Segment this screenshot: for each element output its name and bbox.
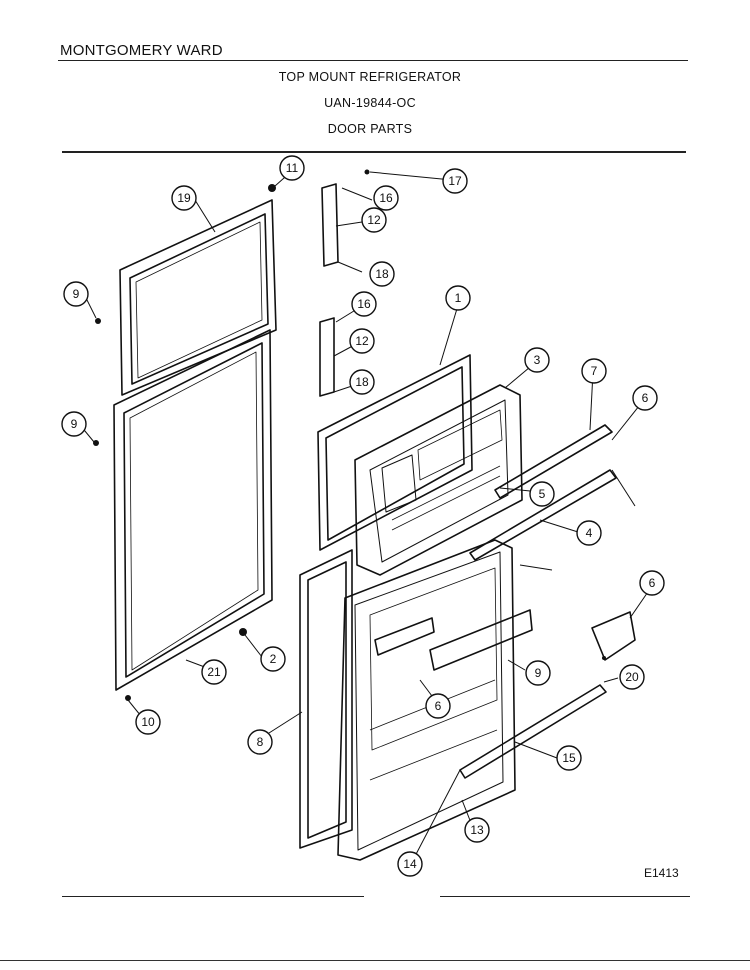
callout-10 [425, 693, 451, 719]
hardware-parts [93, 169, 606, 701]
callout-label: 9 [535, 666, 542, 680]
callout-label: 17 [448, 174, 462, 188]
freezer-door-gasket [119, 199, 277, 396]
callout-1 [445, 285, 471, 311]
fresh-food-door-liner [337, 539, 516, 861]
callout-8 [135, 709, 161, 735]
callout-19 [171, 185, 197, 211]
callout-label: 11 [286, 161, 299, 175]
callout-20 [201, 659, 227, 685]
callout-4 [576, 520, 602, 546]
callout-label: 2 [270, 652, 277, 666]
footer-rule-right [440, 896, 690, 897]
footer-rule-left [62, 896, 364, 897]
callout-16a [373, 185, 399, 211]
callout-label: 6 [435, 699, 442, 713]
callout-2 [639, 570, 665, 596]
callout-12a [361, 207, 387, 233]
callout-12b [349, 328, 375, 354]
callout-label: 6 [649, 576, 656, 590]
callout-label: 12 [367, 213, 381, 227]
callout-9a [63, 281, 89, 307]
drawing-code: E1413 [644, 866, 679, 880]
callout-18b [349, 369, 375, 395]
page-title: TOP MOUNT REFRIGERATOR [278, 70, 462, 84]
callout-6b [619, 664, 645, 690]
callout-label: 16 [379, 191, 393, 205]
freezer-door-liner [354, 384, 523, 576]
brand-name: MONTGOMERY WARD [60, 42, 223, 59]
callout-label: 14 [403, 857, 417, 871]
callout-label: 4 [586, 526, 593, 540]
callout-label: 9 [71, 417, 78, 431]
part-2-bracket [591, 611, 636, 661]
callout-16b [351, 291, 377, 317]
callout-6a [632, 385, 658, 411]
callout-label: 21 [207, 665, 221, 679]
callout-label: 9 [73, 287, 80, 301]
callout-label: 7 [591, 364, 598, 378]
callout-label: 3 [534, 353, 541, 367]
freezer-liner-gasket [317, 354, 473, 551]
callout-label: 18 [375, 267, 389, 281]
callout-15 [247, 729, 273, 755]
callout-label: 19 [177, 191, 191, 205]
callout-label: 8 [257, 735, 264, 749]
callout-label: 12 [355, 334, 369, 348]
callout-14 [464, 817, 490, 843]
callout-21 [525, 660, 551, 686]
callout-label: 5 [539, 487, 546, 501]
callout-label: 6 [642, 391, 649, 405]
callout-18a [369, 261, 395, 287]
callout-label: 15 [562, 751, 576, 765]
door-shelf-bars [374, 424, 617, 779]
section-rule [62, 151, 686, 153]
callout-label: 20 [625, 670, 639, 684]
callout-5b [397, 851, 423, 877]
model-number: UAN-19844-OC [324, 96, 416, 110]
callout-3 [524, 347, 550, 373]
callout-label: 1 [455, 291, 462, 305]
callout-9b [61, 411, 87, 437]
callout-11 [279, 155, 305, 181]
callout-label: 16 [357, 297, 371, 311]
callout-13 [556, 745, 582, 771]
fresh-food-door-gasket [113, 329, 273, 691]
fresh-food-liner-gasket [299, 549, 353, 849]
callout-9c [260, 646, 286, 672]
page-bottom-rule [0, 960, 750, 961]
door-handles [319, 183, 339, 397]
callout-5a [529, 481, 555, 507]
callout-label: 10 [141, 715, 155, 729]
section-title: DOOR PARTS [327, 122, 413, 136]
callout-label: 18 [355, 375, 369, 389]
callout-label: 13 [470, 823, 484, 837]
callout-7 [581, 358, 607, 384]
header-rule [58, 60, 688, 61]
callout-17 [442, 168, 468, 194]
